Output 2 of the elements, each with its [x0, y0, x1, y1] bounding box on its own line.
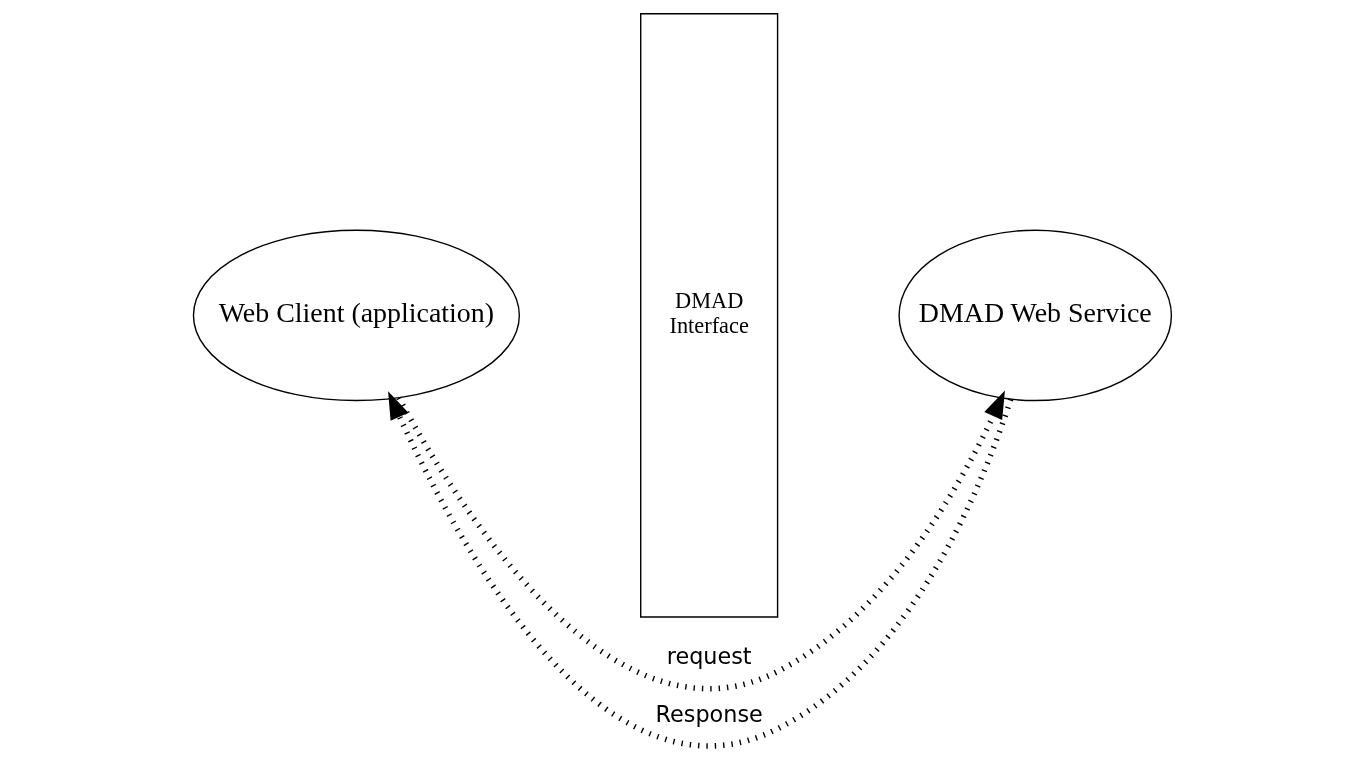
edge-label: request — [666, 643, 752, 670]
edge-label: Response — [655, 700, 763, 727]
